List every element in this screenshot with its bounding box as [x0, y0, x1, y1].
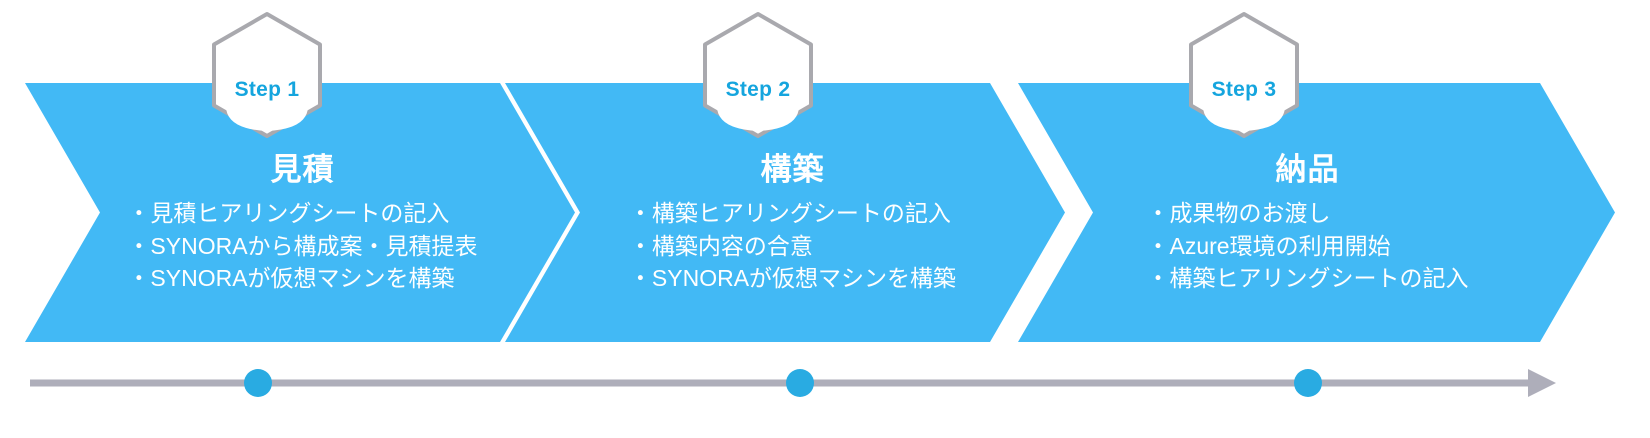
step-badge-2: Step 2 — [699, 10, 817, 140]
hexagon-inner-fill — [1203, 48, 1285, 131]
arrow-head-icon — [1528, 369, 1556, 397]
chevron-shape-2 — [505, 83, 1065, 342]
step-badge-label-3: Step 3 — [1211, 78, 1277, 101]
step-badge-label-1: Step 1 — [234, 78, 300, 101]
step-badge-label-2: Step 2 — [725, 78, 791, 101]
timeline-marker-2[interactable] — [786, 369, 814, 397]
hexagon-inner-fill — [717, 48, 799, 131]
step-badge-1: Step 1 — [208, 10, 326, 140]
step-band-3 — [1018, 83, 1615, 342]
chevron-shape-1 — [25, 83, 575, 342]
timeline-marker-3[interactable] — [1294, 369, 1322, 397]
chevron-shape-3 — [1018, 83, 1615, 342]
step-band-2 — [505, 83, 1065, 342]
step-badge-3: Step 3 — [1185, 10, 1303, 140]
timeline-marker-1[interactable] — [244, 369, 272, 397]
progress-timeline — [0, 358, 1650, 408]
step-band-1 — [25, 83, 575, 342]
hexagon-inner-fill — [226, 48, 308, 131]
